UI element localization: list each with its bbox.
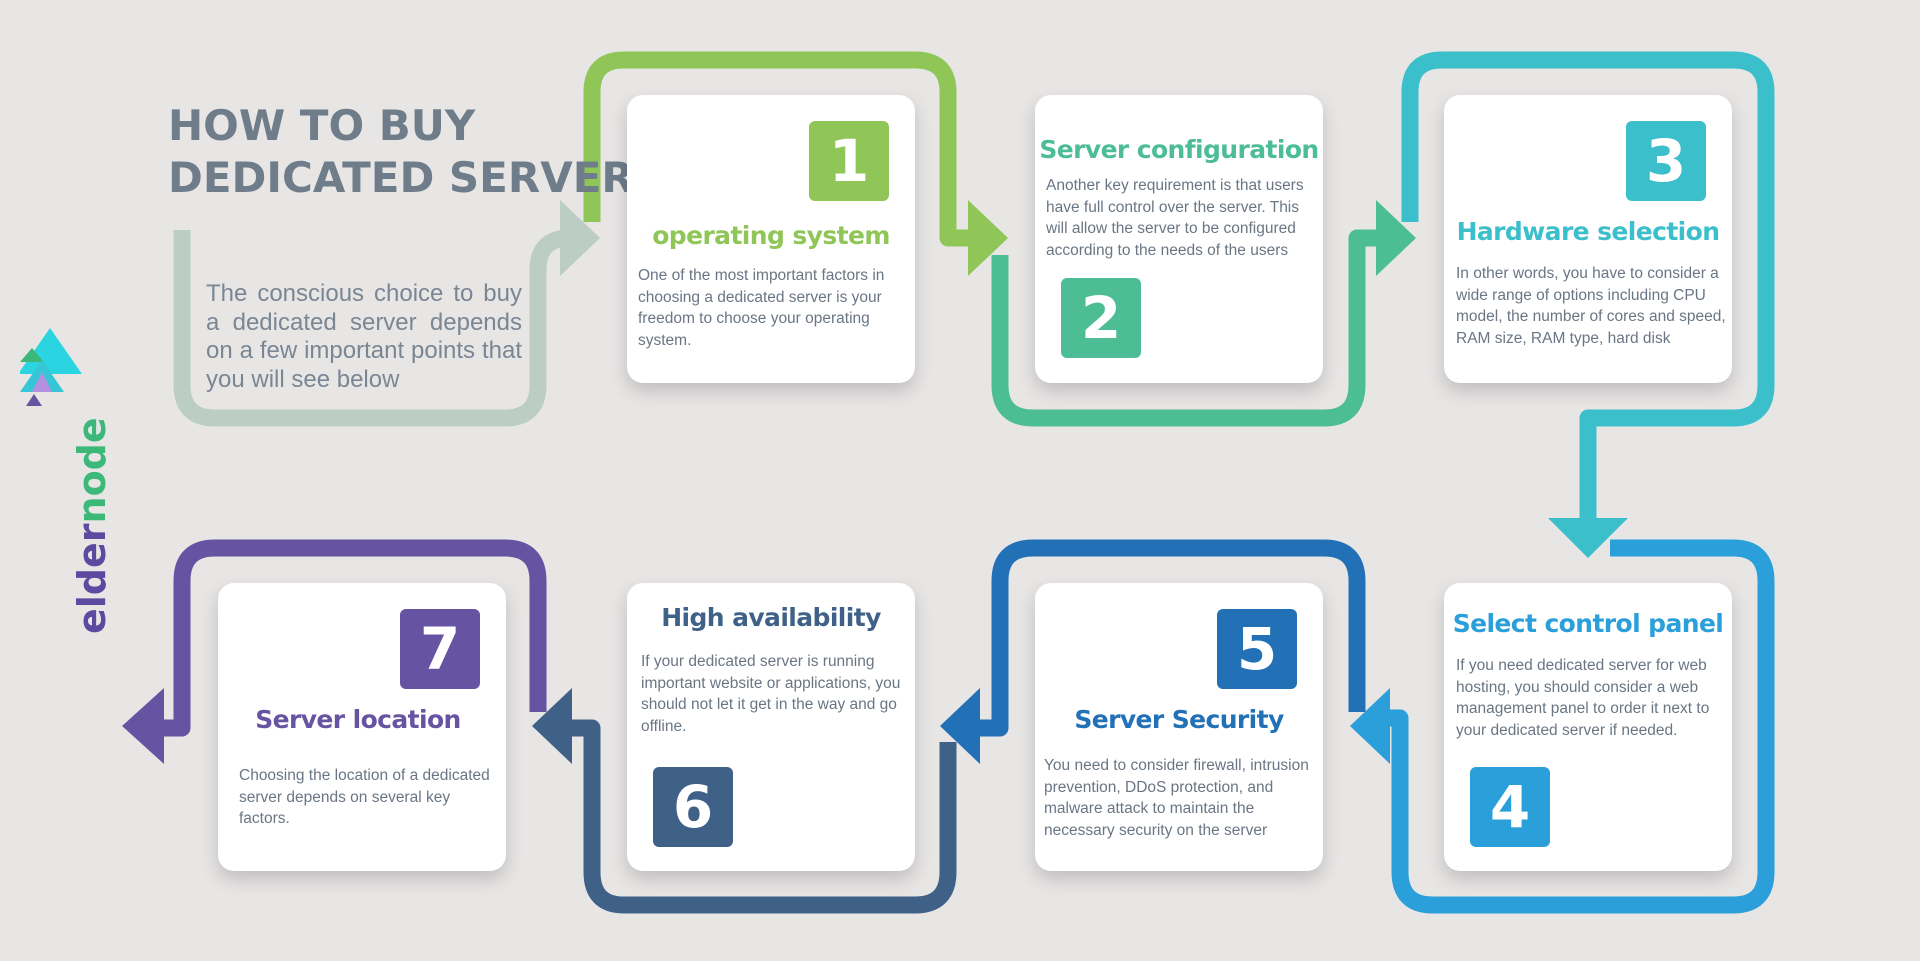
arrow-down-icon	[1548, 518, 1628, 558]
title-line-1: HOW TO BUY	[168, 101, 476, 150]
step-description: Choosing the location of a dedicated ser…	[239, 767, 490, 827]
title-line-2: DEDICATED SERVER	[168, 153, 634, 202]
step-title: operating system	[652, 221, 890, 250]
arrow-right-icon	[1376, 200, 1416, 276]
step-number-badge: 2	[1061, 278, 1141, 358]
step-number-badge: 5	[1217, 609, 1297, 689]
step-number-badge: 6	[653, 767, 733, 847]
step4-connector	[1378, 539, 1775, 914]
step-description: One of the most important factors in cho…	[638, 267, 885, 349]
step-title: Server configuration	[1039, 135, 1319, 164]
brand-wordmark: eldernode	[70, 417, 114, 634]
step-card-6: High availability If your dedicated serv…	[627, 583, 915, 871]
step-title: Select control panel	[1452, 609, 1724, 638]
step1-connector	[583, 51, 972, 247]
step-card-5: 5 Server Security You need to consider f…	[1035, 583, 1323, 871]
step-description: In other words, you have to consider a w…	[1456, 265, 1726, 347]
arrow-left-icon	[940, 688, 980, 764]
step-card-4: Select control panel If you need dedicat…	[1444, 583, 1732, 871]
step-card-1: 1 operating system One of the most impor…	[627, 95, 915, 383]
step-description: If your dedicated server is running impo…	[641, 653, 901, 735]
step-number-badge: 7	[400, 609, 480, 689]
step-description: Another key requirement is that users ha…	[1046, 177, 1304, 259]
arrow-left-icon	[532, 688, 572, 764]
intro-text: The conscious choice to buy a dedicated …	[206, 280, 522, 393]
arrow-right-icon	[560, 200, 600, 276]
page-title: HOW TO BUY DEDICATED SERVER	[168, 100, 634, 204]
step3-connector	[1401, 51, 1775, 520]
step6-connector	[560, 719, 957, 914]
step-number-badge: 4	[1470, 767, 1550, 847]
step5-connector	[968, 539, 1366, 737]
arrow-left-icon	[122, 688, 164, 764]
step-card-2: Server configuration Another key require…	[1035, 95, 1323, 383]
arrow-left-icon	[1350, 688, 1390, 764]
step-title: Hardware selection	[1456, 217, 1720, 246]
step-description: If you need dedicated server for web hos…	[1456, 657, 1710, 739]
step2-connector	[991, 229, 1380, 427]
step-title: Server location	[255, 705, 461, 734]
arrow-right-icon	[968, 200, 1008, 276]
intro-connector	[173, 229, 571, 427]
step-card-3: 3 Hardware selection In other words, you…	[1444, 95, 1732, 383]
step-title: Server Security	[1074, 705, 1284, 734]
brand-elder: elder	[70, 523, 114, 634]
step-description: You need to consider firewall, intrusion…	[1044, 757, 1309, 839]
brand-node: node	[70, 417, 114, 524]
step-number-badge: 1	[809, 121, 889, 201]
step7-connector	[158, 539, 547, 737]
step-card-7: 7 Server location Choosing the location …	[218, 583, 506, 871]
step-title: High availability	[661, 603, 881, 632]
eldernode-logo	[20, 328, 82, 406]
step-number-badge: 3	[1626, 121, 1706, 201]
